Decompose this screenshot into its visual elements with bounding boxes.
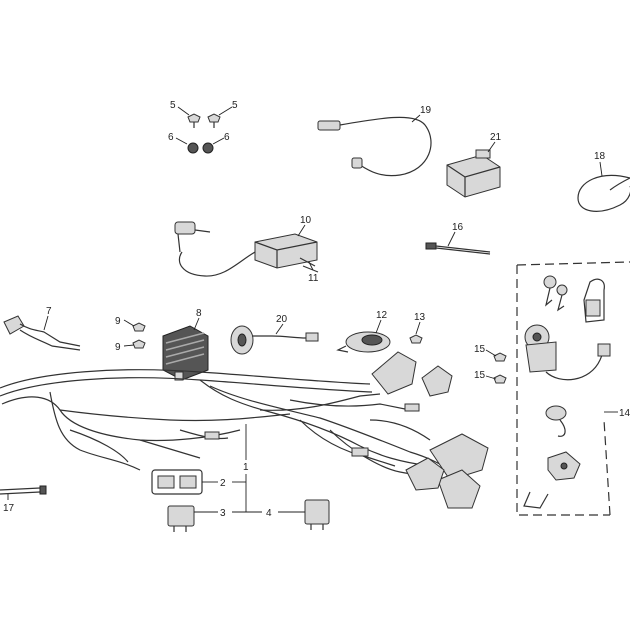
ignition-coil-part-10 (174, 221, 319, 277)
callout-19: 19 (420, 105, 432, 116)
bolt-part-15-upper (493, 352, 507, 362)
relay-part-3 (167, 505, 195, 532)
fuse-box-part-2 (151, 469, 203, 495)
callout-3: 3 (220, 508, 226, 519)
callout-8: 8 (196, 308, 202, 319)
bolt-part-5-left (187, 113, 201, 128)
bolt-part-9-upper (132, 322, 146, 332)
callout-18: 18 (594, 151, 606, 162)
callout-1: 1 (243, 462, 249, 473)
bolt-part-15-lower (493, 374, 507, 384)
callout-20: 20 (276, 314, 288, 325)
cable-loop-part-18 (577, 174, 630, 212)
connector-boot-lower-3 (405, 457, 445, 491)
ignition-kit-frame-part-14 (516, 261, 630, 516)
connector-part-7 (3, 315, 81, 351)
callout-13: 13 (414, 312, 426, 323)
callout-14: 14 (619, 408, 630, 419)
callout-9-lower: 9 (115, 342, 121, 353)
callout-15-lower: 15 (474, 370, 486, 381)
callout-11: 11 (308, 273, 319, 284)
grommet-part-6-right (202, 142, 214, 154)
callout-10: 10 (300, 215, 312, 226)
bolt-part-13 (409, 334, 423, 344)
relay-part-4 (304, 499, 330, 530)
clip-part-17 (0, 485, 47, 495)
callout-7: 7 (46, 306, 52, 317)
cable-tie-part-16 (425, 242, 491, 255)
horn-part-20 (230, 325, 319, 355)
bolt-part-9-lower (132, 339, 146, 349)
bolt-part-5-right (207, 113, 221, 128)
callout-21: 21 (490, 132, 502, 143)
module-part-21 (446, 149, 501, 198)
callout-15-upper: 15 (474, 344, 486, 355)
sensor-cable-part-19 (317, 116, 432, 177)
ignition-switch-icon (524, 324, 611, 381)
callout-16: 16 (452, 222, 464, 233)
callout-2: 2 (220, 478, 226, 489)
horn-part-12 (336, 331, 391, 353)
key-set-icon (543, 275, 568, 312)
connector-boot-upper-1 (371, 351, 417, 395)
callout-12: 12 (376, 310, 388, 321)
callout-5-left: 5 (170, 100, 176, 111)
callout-17: 17 (3, 503, 15, 514)
callout-4: 4 (266, 508, 272, 519)
regulator-part-8 (162, 325, 209, 381)
callout-6-right: 6 (224, 132, 230, 143)
seat-lock-icon (545, 405, 567, 437)
connector-boot-lower-1 (429, 433, 489, 481)
connector-boot-upper-2 (421, 365, 453, 397)
clip-icon (523, 491, 549, 509)
connector-boot-lower-2 (437, 469, 481, 509)
lock-plate-icon (547, 451, 581, 481)
callout-6-left: 6 (168, 132, 174, 143)
callout-9-upper: 9 (115, 316, 121, 327)
grommet-part-6-left (187, 142, 199, 154)
callout-5-right: 5 (232, 100, 238, 111)
lock-bracket-icon (583, 278, 605, 323)
